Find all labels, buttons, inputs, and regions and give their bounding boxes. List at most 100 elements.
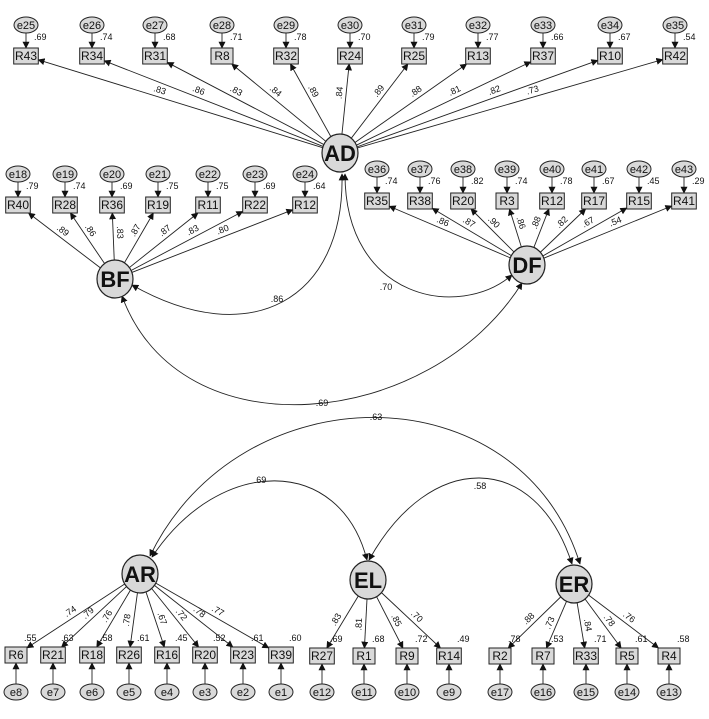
loading-path-er-3 <box>584 598 622 649</box>
error-label-df-3: e39 <box>498 164 516 176</box>
indicator-box-ar-3 <box>116 646 142 664</box>
indicator-box-ad-10 <box>662 47 688 65</box>
indicator-box-ar-1 <box>40 646 66 664</box>
indicator-box-ar-0 <box>4 646 28 664</box>
covariance-label-bf-df: .69 <box>316 398 329 408</box>
loading-label-er-4: .76 <box>621 609 637 625</box>
r2-label-ad-9: .67 <box>618 32 631 42</box>
loading-path-el-3 <box>381 592 441 649</box>
loading-label-df-0: .86 <box>435 214 450 228</box>
loading-path-ad-10 <box>357 57 664 149</box>
latent-bf-ellipse <box>96 259 134 299</box>
loading-path-ad-5 <box>341 63 353 135</box>
error-ellipse-ar-2 <box>79 683 105 701</box>
error-label-ad-5: e30 <box>341 20 359 32</box>
r2-label-ar-4: .45 <box>175 633 188 643</box>
error-ellipse-ad-0 <box>13 16 39 34</box>
error-label-el-1: e11 <box>355 687 373 699</box>
error-ellipse-df-3 <box>494 160 520 178</box>
covariance-label-ar-el: .69 <box>254 475 267 485</box>
covariance-path-bf-ad <box>131 173 346 315</box>
indicator-box-el-1 <box>352 647 376 665</box>
loading-path-er-0 <box>507 596 562 649</box>
error-label-ar-7: e1 <box>275 687 287 699</box>
indicator-label-bf-1: R28 <box>54 198 76 212</box>
error-label-er-4: e13 <box>660 687 678 699</box>
indicator-box-ad-5 <box>337 47 363 65</box>
indicator-label-bf-3: R19 <box>147 198 169 212</box>
loading-label-bf-2: .83 <box>115 226 125 239</box>
error-ellipse-bf-2 <box>99 165 125 183</box>
r2-label-ar-5: .52 <box>213 633 226 643</box>
error-ellipse-df-5 <box>581 160 607 178</box>
error-ellipse-er-4 <box>656 683 682 701</box>
indicator-box-er-0 <box>488 647 512 665</box>
r2-label-ar-7: .60 <box>289 633 302 643</box>
indicator-label-df-5: R17 <box>583 194 605 208</box>
error-label-df-7: e43 <box>675 164 693 176</box>
indicator-box-df-7 <box>671 192 697 210</box>
error-ellipse-ad-8 <box>530 16 556 34</box>
loading-path-ad-9 <box>356 59 599 148</box>
latent-ad-ellipse <box>321 133 359 173</box>
indicator-label-df-1: R38 <box>409 194 431 208</box>
loading-path-df-4 <box>533 208 550 248</box>
indicator-label-er-3: R5 <box>619 649 635 663</box>
loading-label-bf-4: .87 <box>157 223 173 239</box>
indicator-box-ar-7 <box>268 646 294 664</box>
r2-label-er-2: .71 <box>594 634 607 644</box>
loading-label-el-3: .70 <box>409 608 425 624</box>
indicator-label-er-2: R33 <box>575 649 597 663</box>
indicator-box-ar-6 <box>230 646 256 664</box>
error-label-ar-5: e3 <box>199 687 211 699</box>
error-label-df-2: e38 <box>454 164 472 176</box>
covariance-label-bf-ad: .86 <box>271 294 284 304</box>
error-ellipse-df-6 <box>626 160 652 178</box>
r2-label-el-2: .72 <box>415 634 428 644</box>
latent-er-ellipse <box>555 564 593 604</box>
indicator-label-el-3: R14 <box>438 649 460 663</box>
error-ellipse-bf-3 <box>145 165 171 183</box>
covariance-path-bf-df <box>120 282 523 406</box>
loading-path-ar-4 <box>145 591 166 648</box>
loading-label-ad-8: .81 <box>447 83 463 97</box>
r2-label-ad-6: .79 <box>422 32 435 42</box>
indicator-label-ar-1: R21 <box>42 648 64 662</box>
latent-el-label: EL <box>354 568 382 593</box>
error-label-ar-3: e5 <box>123 687 135 699</box>
error-label-bf-5: e23 <box>246 169 264 181</box>
indicator-label-ar-0: R6 <box>8 648 24 662</box>
error-ellipse-ar-6 <box>230 683 256 701</box>
loading-path-df-6 <box>542 207 628 257</box>
loading-label-ad-7: .88 <box>408 84 424 99</box>
loading-label-ar-3: .78 <box>121 613 133 627</box>
loading-label-ad-6: .89 <box>371 83 387 99</box>
error-label-df-0: e36 <box>368 164 386 176</box>
error-ellipse-ad-10 <box>662 16 688 34</box>
error-ellipse-bf-6 <box>292 165 318 183</box>
indicator-label-bf-6: R12 <box>294 198 316 212</box>
latent-ar-label: AR <box>124 562 156 587</box>
loading-label-ad-9: .82 <box>487 83 502 97</box>
error-ellipse-el-0 <box>309 683 335 701</box>
indicator-label-el-0: R27 <box>311 649 333 663</box>
r2-label-er-3: .61 <box>635 634 648 644</box>
indicator-box-ad-3 <box>210 47 234 65</box>
error-label-ad-3: e28 <box>213 20 231 32</box>
loading-label-ar-6: .78 <box>192 604 208 620</box>
indicator-box-df-1 <box>407 192 433 210</box>
loading-label-bf-6: .80 <box>215 223 230 237</box>
r2-label-ar-3: .61 <box>137 633 150 643</box>
indicator-label-df-6: R15 <box>628 194 650 208</box>
error-label-er-2: e15 <box>577 687 595 699</box>
r2-label-bf-1: .74 <box>73 181 86 191</box>
latent-df-ellipse <box>508 245 546 285</box>
error-ellipse-df-0 <box>364 160 390 178</box>
indicator-box-ad-7 <box>465 47 491 65</box>
error-ellipse-ar-0 <box>3 683 29 701</box>
indicator-box-df-5 <box>581 192 607 210</box>
r2-label-bf-0: .79 <box>26 181 39 191</box>
loading-path-ad-7 <box>354 63 468 143</box>
loading-path-ad-2 <box>166 62 325 145</box>
r2-label-ar-6: .61 <box>251 633 264 643</box>
